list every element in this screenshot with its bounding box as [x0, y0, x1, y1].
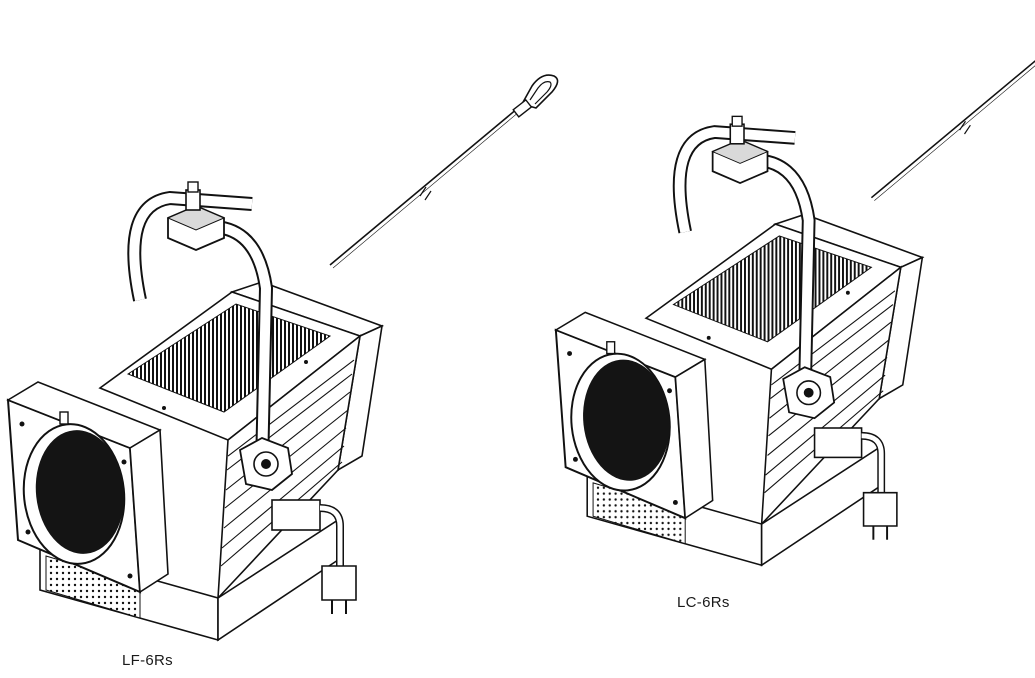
spotlight-lc-6rs	[556, 12, 1035, 566]
model-label-lc-6rs: LC-6Rs	[677, 594, 730, 611]
model-label-lf-6rs: LF-6Rs	[122, 652, 173, 669]
spotlight-lf-6rs	[8, 75, 558, 640]
